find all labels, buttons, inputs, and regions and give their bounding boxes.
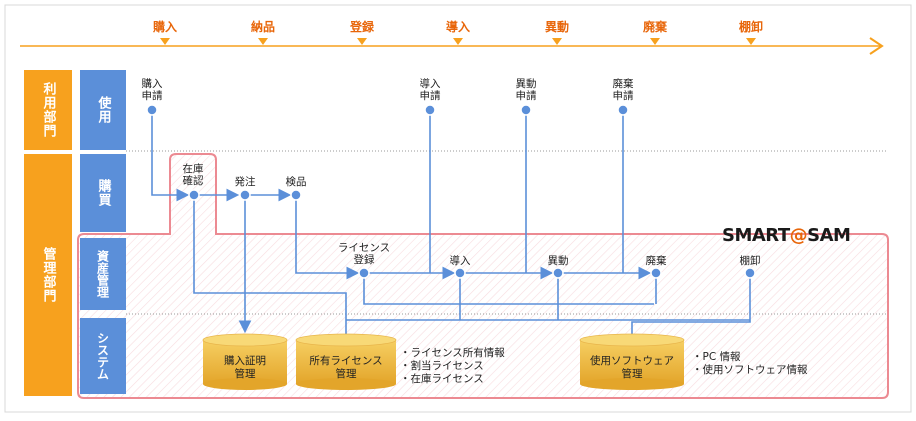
license-info-list: ・ライセンス所有情報 ・割当ライセンス ・在庫ライセンス: [400, 347, 505, 385]
dot-install: [454, 267, 466, 279]
user-dept-label: 利用部門: [40, 82, 56, 138]
lane-system-label: システム: [95, 332, 110, 380]
node-order: 発注: [234, 176, 256, 188]
dot-license-register: [358, 267, 370, 279]
dot-transfer-request: [520, 104, 532, 116]
node-stock-check: 在庫 確認: [182, 163, 204, 187]
lane-asset-header: [80, 238, 126, 310]
db-purchase-proof: [202, 333, 288, 390]
node-inspection: 検品: [285, 176, 307, 188]
lane-use-header: [80, 70, 126, 150]
dot-inspection: [290, 189, 302, 201]
node-dots: [146, 104, 756, 279]
outer-frame: [4, 4, 912, 413]
lane-use-label: 使用: [95, 96, 111, 124]
stage-label: 導入: [445, 20, 471, 34]
dot-install-request: [424, 104, 436, 116]
db-purchase-proof-label: 購入証明 管理: [224, 355, 266, 380]
mgmt-dept-bar: [24, 154, 72, 396]
logo-text-sam: SAM: [807, 225, 851, 246]
lane-system-header: [80, 318, 126, 394]
node-inventory: 棚卸: [739, 255, 761, 267]
dot-stock-check: [188, 189, 200, 201]
software-info-list: ・PC 情報 ・使用ソフトウェア情報: [692, 351, 808, 376]
db-owned-license-label: 所有ライセンス 管理: [309, 355, 383, 380]
stage-label: 棚卸: [738, 20, 764, 34]
stage-label: 登録: [349, 20, 375, 34]
db-owned-license: [295, 333, 397, 390]
dot-inventory: [744, 267, 756, 279]
node-install: 導入: [449, 255, 471, 267]
node-transfer-request: 異動 申請: [515, 78, 537, 102]
logo-text-smart: SMART: [722, 225, 790, 246]
stage-label: 納品: [250, 20, 276, 34]
stage-label: 異動: [544, 20, 570, 34]
logo-at: @: [789, 225, 808, 246]
node-install-request: 導入 申請: [419, 78, 441, 102]
node-dispose-request: 廃棄 申請: [612, 78, 634, 102]
node-transfer: 異動: [547, 255, 569, 267]
db-used-software: [579, 333, 685, 390]
stage-label: 購入: [152, 20, 178, 34]
smartsam-logo: SMART@SAM: [722, 225, 851, 246]
dot-order: [239, 189, 251, 201]
lane-purchase-header: [80, 154, 126, 232]
node-purchase-request: 購入 申請: [141, 78, 163, 102]
db-used-software-label: 使用ソフトウェア 管理: [590, 355, 674, 380]
lane-asset-label: 資産管理: [95, 250, 110, 298]
lane-purchase-label: 購買: [95, 179, 111, 207]
node-dispose: 廃棄: [645, 255, 667, 267]
dot-transfer: [552, 267, 564, 279]
dot-purchase-request: [146, 104, 158, 116]
timeline-arrow: [20, 37, 884, 55]
user-dept-bar: [24, 70, 72, 150]
dot-dispose: [650, 267, 662, 279]
dot-dispose-request: [617, 104, 629, 116]
stage-label: 廃棄: [642, 20, 668, 34]
mgmt-dept-label: 管理部門: [40, 247, 56, 303]
node-license-register: ライセンス 登録: [337, 242, 391, 266]
